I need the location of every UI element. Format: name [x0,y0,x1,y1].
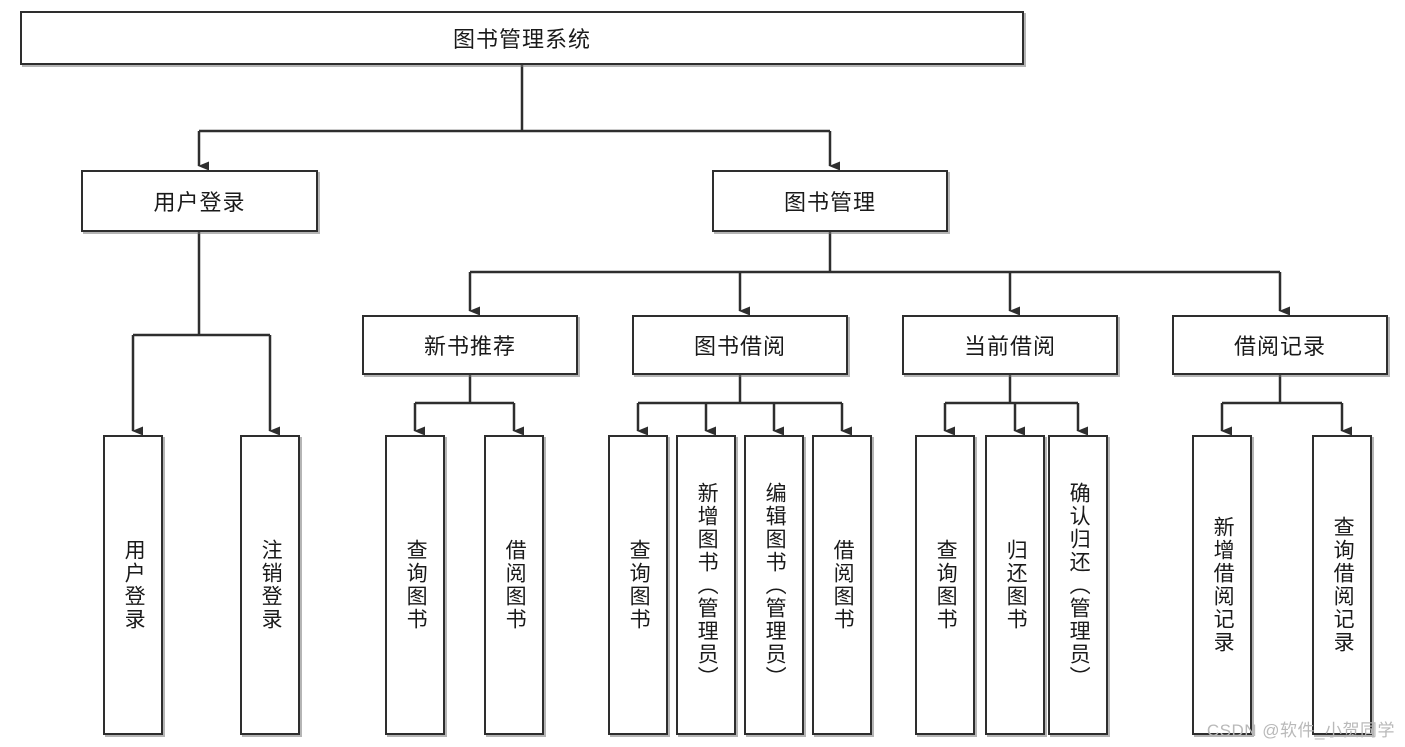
node-level2-1[interactable]: 新书推荐 [362,315,578,375]
node-label: 图书管理 [783,190,876,215]
node-label: 归还图书 [1004,539,1028,631]
node-leaf-3[interactable]: 查询图书 [385,435,445,735]
node-leaf-9[interactable]: 查询图书 [915,435,975,735]
node-label: 编辑图书（管理员） [763,481,787,689]
node-label: 借阅记录 [1233,334,1326,359]
node-label: 借阅图书 [831,539,855,631]
node-root[interactable]: 图书管理系统 [20,11,1024,65]
node-label: 借阅图书 [503,539,527,631]
node-level1-1[interactable]: 用户登录 [81,170,318,232]
node-label: 查询图书 [404,539,428,631]
node-label: 注销登录 [259,539,283,631]
node-leaf-12[interactable]: 新增借阅记录 [1192,435,1252,735]
node-label: 图书借阅 [693,334,786,359]
node-leaf-7[interactable]: 编辑图书（管理员） [744,435,804,735]
node-level2-3[interactable]: 当前借阅 [902,315,1118,375]
node-leaf-8[interactable]: 借阅图书 [812,435,872,735]
node-label: 确认归还（管理员） [1067,481,1091,689]
node-label: 查询图书 [934,539,958,631]
node-label: 新书推荐 [423,334,516,359]
node-label: 图书管理系统 [452,27,591,52]
node-label: 查询借阅记录 [1331,516,1355,654]
node-leaf-5[interactable]: 查询图书 [608,435,668,735]
node-label: 查询图书 [627,539,651,631]
node-label: 用户登录 [153,190,246,215]
watermark: CSDN @软件_小贺同学 [1206,721,1395,740]
node-label: 当前借阅 [963,334,1056,359]
node-leaf-10[interactable]: 归还图书 [985,435,1045,735]
node-leaf-13[interactable]: 查询借阅记录 [1312,435,1372,735]
node-leaf-1[interactable]: 用户登录 [103,435,163,735]
node-label: 新增借阅记录 [1211,516,1235,654]
node-leaf-4[interactable]: 借阅图书 [484,435,544,735]
node-leaf-6[interactable]: 新增图书（管理员） [676,435,736,735]
node-level1-2[interactable]: 图书管理 [712,170,948,232]
node-leaf-2[interactable]: 注销登录 [240,435,300,735]
node-label: 用户登录 [122,539,146,631]
node-level2-2[interactable]: 图书借阅 [632,315,848,375]
node-label: 新增图书（管理员） [695,481,719,689]
node-leaf-11[interactable]: 确认归还（管理员） [1048,435,1108,735]
node-level2-4[interactable]: 借阅记录 [1172,315,1388,375]
